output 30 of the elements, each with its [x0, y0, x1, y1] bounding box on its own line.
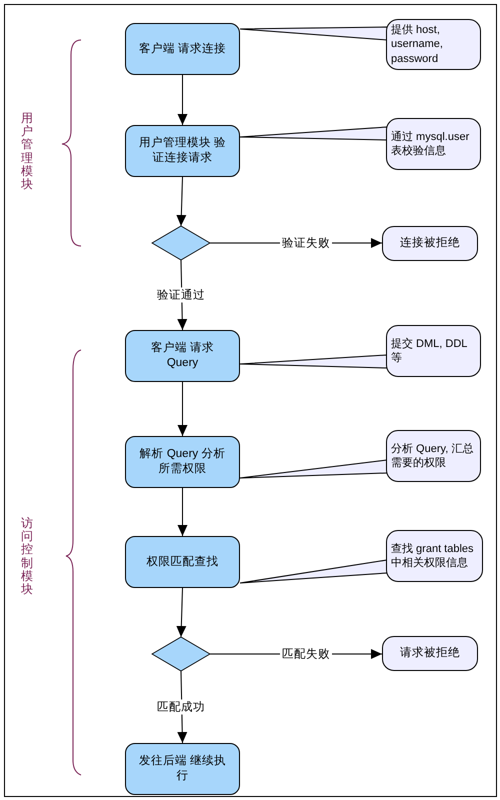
note-callout: 通过 mysql.user 表校验信息	[386, 118, 481, 170]
decision-diamond	[151, 636, 211, 672]
arrow	[176, 588, 186, 638]
decision-diamond	[151, 226, 211, 260]
edge-label: 匹配失败	[280, 646, 332, 662]
process-box: 客户端 请求 Query	[125, 330, 240, 382]
note-callout: 查找 grant tables 中相关权限信息	[386, 530, 483, 582]
callout-tail	[240, 354, 388, 369]
callout-tail	[240, 559, 388, 584]
edge-label: 验证通过	[155, 288, 207, 302]
callout-tail	[240, 26, 388, 41]
process-box: 发往后端 继续执行	[125, 743, 240, 795]
process-box: 解析 Query 分析所需权限	[125, 436, 240, 488]
callout-tail	[240, 459, 388, 478]
arrow	[178, 74, 188, 126]
edge-label: 验证失败	[280, 236, 332, 250]
process-box: 客户端 请求连接	[125, 23, 240, 75]
arrow	[176, 176, 186, 226]
section-label: 访问控制模块	[21, 517, 33, 596]
note-callout: 分析 Query, 汇总需要的权限	[386, 430, 481, 482]
note-callout: 提供 host, username, password	[386, 19, 481, 70]
process-box: 权限匹配查找	[125, 536, 240, 588]
result-box: 连接被拒绝	[382, 226, 478, 261]
callout-tail	[240, 126, 388, 141]
arrow	[178, 382, 188, 436]
section-label: 用户管理模块	[21, 112, 33, 192]
note-callout: 提交 DML, DDL 等	[386, 325, 481, 377]
result-box: 请求被拒绝	[382, 636, 478, 671]
process-box: 用户管理模块 验证连接请求	[125, 125, 240, 177]
arrow	[178, 488, 188, 536]
